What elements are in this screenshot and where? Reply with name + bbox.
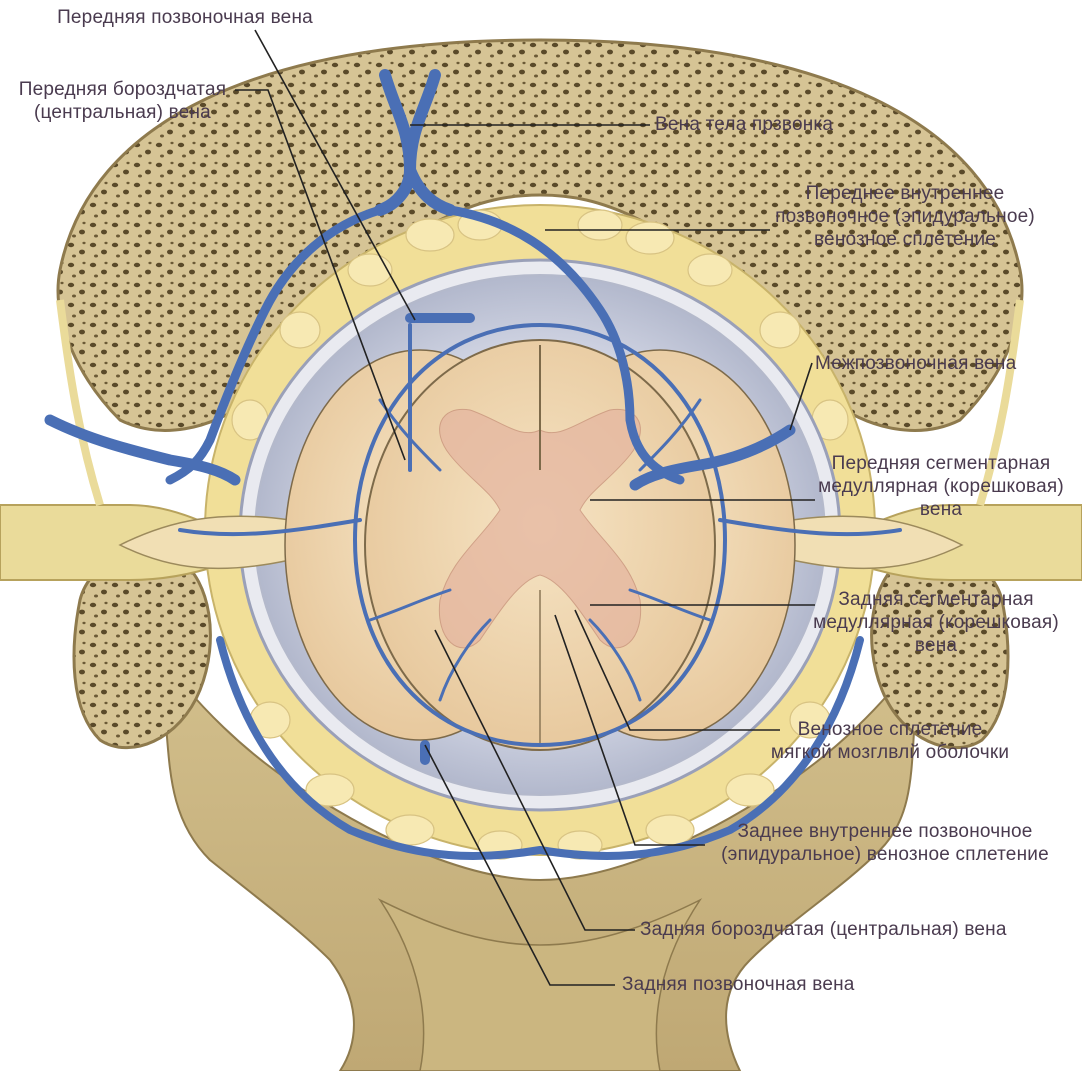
label-intervertebral-vein: Межпозвоночная вена [815,352,1016,375]
label-anterior-spinal-vein: Передняя позвоночная вена [40,6,330,29]
label-posterior-segmental-vein: Задняя сегментарная медуллярная (корешко… [800,588,1072,657]
label-anterior-sulcal-vein: Передняя бороздчатая (центральная) вена [10,78,235,124]
label-anterior-segmental-vein: Передняя сегментарная медуллярная (кореш… [810,452,1072,521]
label-anterior-internal-plexus: Переднее внутреннее позвоночное (эпидура… [745,182,1065,251]
label-vertebral-body-vein: Вена тела прзвонка [655,113,833,136]
label-posterior-spinal-vein: Задняя позвоночная вена [622,973,855,996]
label-posterior-sulcal-vein: Задняя бороздчатая (центральная) вена [640,918,1007,941]
label-pial-venous-plexus: Венозное сплетение мягкой мозглвлй оболо… [760,718,1020,764]
label-posterior-internal-plexus: Заднее внутреннее позвоночное (эпидураль… [700,820,1070,866]
